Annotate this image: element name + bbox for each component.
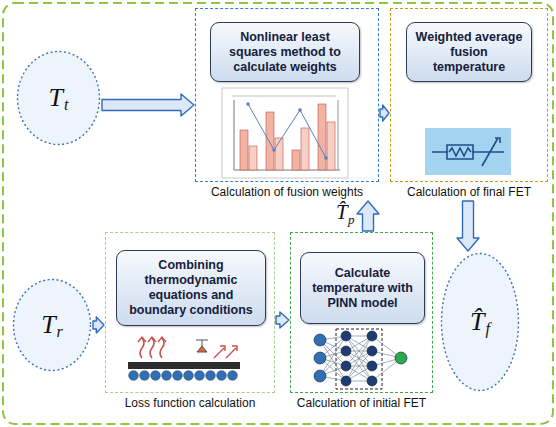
variable-subscript: t — [64, 96, 68, 114]
nn-neuron — [367, 346, 377, 356]
nn-neuron — [341, 331, 351, 341]
variable-symbol: T̂ — [336, 202, 348, 223]
weights-chart — [222, 88, 348, 178]
loss-group: Loss function calculation Combining therm… — [105, 232, 275, 418]
neural-network — [314, 329, 407, 389]
variable-subscript: r — [57, 323, 63, 341]
box-text: Nonlinear least squares method to calcul… — [217, 30, 353, 75]
ellipse-shape — [14, 280, 91, 371]
group-caption: Loss function calculation — [125, 396, 256, 410]
nn-neuron — [395, 352, 407, 364]
box-text: Weighted average fusion temperature — [413, 30, 525, 75]
nn-neuron — [314, 334, 326, 346]
symbol-wrap: T̂f — [440, 252, 520, 392]
nn-neuron — [367, 376, 377, 386]
symbol-wrap: Tt — [16, 50, 101, 146]
block-arrow — [276, 312, 289, 328]
nn-neuron — [367, 361, 377, 371]
block-arrow — [93, 317, 104, 333]
block-arrow — [380, 105, 389, 121]
variable-symbol: T — [41, 310, 55, 340]
nn-neuron — [341, 361, 351, 371]
symbol-wrap: Tr — [12, 278, 92, 372]
block-arrow — [457, 201, 479, 251]
box-text: Calculate temperature with PINN model — [307, 266, 418, 311]
nn-neuron — [314, 370, 326, 382]
nn-neuron — [341, 346, 351, 356]
heat-illustration — [128, 337, 240, 382]
variable-symbol: T — [49, 83, 63, 113]
group-caption: Calculation of initial FET — [297, 396, 426, 410]
group-caption: Calculation of fusion weights — [211, 185, 363, 199]
input-ellipse: Tr — [12, 278, 92, 372]
process-box: Nonlinear least squares method to calcul… — [210, 22, 360, 82]
variable-symbol: T̂ — [470, 307, 484, 337]
weights-group: Calculation of fusion weights Nonlinear l… — [195, 8, 379, 200]
block-arrow — [102, 94, 194, 116]
nn-neuron — [367, 331, 377, 341]
nn-link — [346, 336, 372, 381]
input-ellipse: Tt — [16, 50, 101, 146]
variable-subscript: f — [486, 320, 490, 338]
output-ellipse: T̂f — [440, 252, 520, 392]
nn-neuron — [314, 352, 326, 364]
variable-subscript: p — [348, 213, 355, 226]
group-caption: Calculation of final FET — [407, 185, 531, 199]
pinn-group: Calculation of initial FET Calculate temp… — [290, 232, 433, 418]
nn-neuron — [341, 376, 351, 386]
heater-icon — [425, 128, 511, 175]
block-arrow — [357, 201, 379, 231]
outer-frame — [3, 3, 553, 424]
ellipse-shape — [442, 254, 519, 391]
fusion-group: Calculation of final FET Weighted average… — [390, 8, 548, 200]
nn-link — [346, 336, 372, 381]
process-box: Calculate temperature with PINN model — [300, 252, 425, 324]
box-text: Combining thermodynamic equations and bo… — [123, 258, 259, 318]
process-box: Weighted average fusion temperature — [406, 22, 532, 82]
ellipse-shape — [18, 52, 100, 145]
process-box: Combining thermodynamic equations and bo… — [116, 250, 266, 326]
